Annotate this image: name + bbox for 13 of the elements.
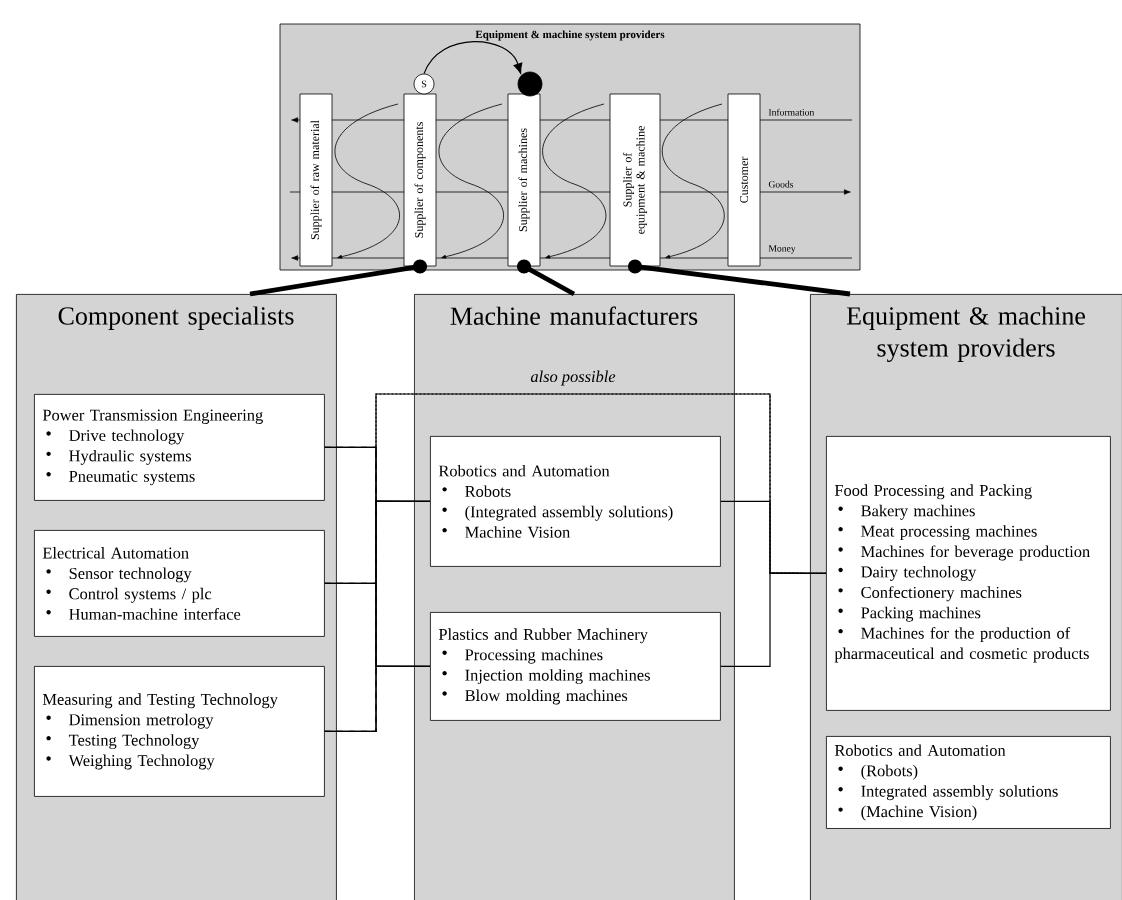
- list-box: Robotics and Automation (Robots) Integrated assembly solutions (Machine Vision): [826, 736, 1111, 829]
- list-box: Food Processing and Packing Bakery machines Meat processing machines Machines for beverage production Dairy technology Confectionery machines Packing machines Machines for the production of pharmaceutical and cosmetic products: [826, 436, 1111, 711]
- list-box: Robotics and Automation Robots (Integrated assembly solutions) Machine Vision: [430, 436, 721, 567]
- connector: [720, 572, 827, 667]
- list-box: Power Transmission Engineering Drive technology Hydraulic systems Pneumatic systems: [34, 394, 325, 501]
- list-box: Electrical Automation Sensor technology Control systems / plc Human-machine interface: [34, 530, 325, 637]
- list-box: Plastics and Rubber Machinery Processing machines Injection molding machines Blow molding machines: [430, 612, 721, 721]
- role-circle: [517, 71, 543, 97]
- connector: [423, 40, 523, 75]
- connector: [628, 259, 851, 297]
- connector: [324, 665, 431, 732]
- list-box: Measuring and Testing Technology Dimension metrology Testing Technology Weighing Technology: [34, 666, 325, 797]
- connector: [517, 259, 576, 297]
